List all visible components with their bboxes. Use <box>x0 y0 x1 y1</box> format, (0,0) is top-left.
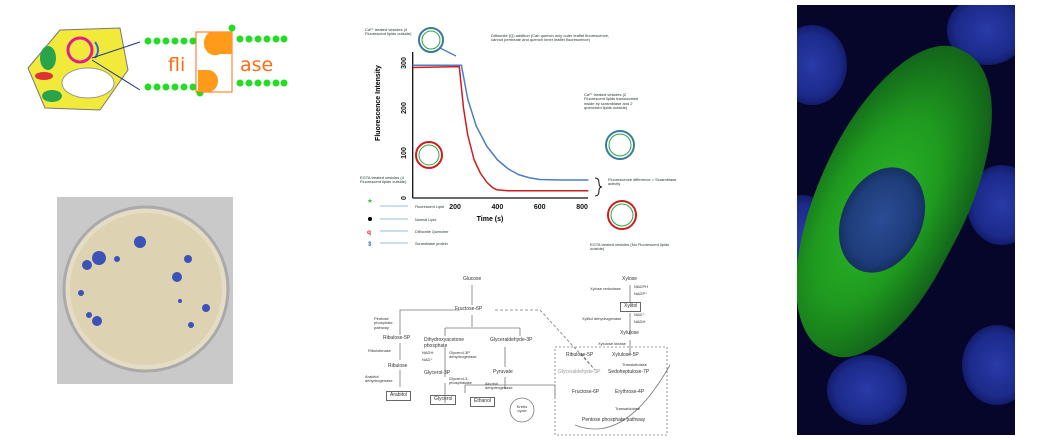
y-tick-label: 100 <box>401 147 408 159</box>
y-tick-label: 200 <box>401 102 408 114</box>
annotation-right-top: Ca²⁺ treated vesicles (2 Fluorescent lip… <box>584 92 639 111</box>
node-fructose-6p: Fructose-6P <box>455 306 483 312</box>
annotation-dithionite: Dithionite (Q) addition (Can quench only… <box>491 33 610 43</box>
svg-text:★: ★ <box>367 197 373 205</box>
vesicle-icon <box>605 130 635 160</box>
legend-label: Dithionite Quencher <box>415 230 449 234</box>
cofactor-nadph: NADPH <box>634 284 649 289</box>
scramblase-assay-chart: 200 400 600 800 0 100 200 300 Fluorescence Inte… <box>367 27 637 248</box>
product-ethanol: Ethanol <box>470 397 495 407</box>
annotation-difference: Fluorescence difference = Scramblase act… <box>608 177 677 187</box>
legend-double-arrow-icon: ⇕ <box>367 240 372 248</box>
cofactor-nadp: NADP⁺ <box>634 291 648 296</box>
node-pyruvate: Pyruvate <box>493 369 513 375</box>
y-tick-label: 300 <box>401 57 408 69</box>
enzyme-glycerol-3-phosphatase: Glycerol-3-phosphatase <box>449 376 472 386</box>
cofactor-nadh: NADH <box>634 319 646 324</box>
product-glycerol: Glycerol <box>430 395 457 405</box>
node-ppp-fructose-6p: Fructose-6P <box>572 389 600 395</box>
node-ribulose: Ribulose <box>388 363 408 369</box>
cofactor-nadh: NADH <box>422 350 434 355</box>
vesicle-icon <box>607 200 637 230</box>
annotation-top-left: Ca²⁺ treated vesicles (4 Fluorescent lip… <box>365 27 412 37</box>
node-glyceraldehyde-3p: Glyceraldehyde-3P <box>490 337 533 343</box>
y-tick-label: 0 <box>401 196 408 200</box>
product-arabitol: Arabitol <box>386 391 411 401</box>
node-xylulose-5p: Xylulose-5P <box>612 352 639 358</box>
annotation-bottom-left: EGTA treated vesicles (4 Fluorescent lip… <box>360 175 407 185</box>
petri-dish-photo <box>57 197 233 384</box>
enzyme-glycerol-3p-dehydrogenase: Glycerol-3P dehydrogenase <box>449 350 477 360</box>
x-tick-label: 600 <box>534 204 546 211</box>
legend-star-icon: ★ <box>367 197 373 205</box>
enzyme-xylitol-dehydrogenase: Xylitol dehydrogenase <box>582 316 622 321</box>
vesicle-icon <box>418 27 444 53</box>
x-tick-label: 800 <box>576 204 588 211</box>
enzyme-transketolase: Transketolase <box>622 362 647 367</box>
label-ppp-title: Pentose phosphate pathway <box>582 417 646 423</box>
series-line-0 <box>412 64 589 181</box>
enzyme-arabitol-dehydrogenase: Arabitol dehydrogenase <box>365 374 393 384</box>
x-axis-label: Time (s) <box>477 216 504 223</box>
node-xylose: Xylose <box>622 276 638 282</box>
y-axis-label: Fluorescence Intensity <box>375 65 382 141</box>
logo-text-left: fli <box>168 54 185 76</box>
cofactor-nad: NAD⁺ <box>422 357 433 362</box>
node-ppp-ribulose-5p: Ribulose-5P <box>566 352 594 358</box>
legend-label: Normal Lipid <box>415 218 436 222</box>
node-ribulose-5p: Ribulose-5P <box>383 335 411 341</box>
node-glycerol-3p: Glycerol-3P <box>424 370 451 376</box>
difference-bracket <box>594 177 603 197</box>
node-xylulose: Xylulose <box>620 330 639 336</box>
legend-label: Fluorescent Lipid <box>415 205 444 209</box>
flippase-logo: fli ase <box>27 24 288 111</box>
legend-dot-icon <box>368 217 372 221</box>
node-sedoheptulose-7p: Sedoheptulose-7P <box>608 369 650 375</box>
fluorescence-micrograph <box>797 5 1015 435</box>
vesicle-icon <box>415 141 443 169</box>
legend-q-icon: q <box>367 229 371 236</box>
node-dihydroxyacetone-phosphate: Dihydroxyacetone phosphate <box>424 337 465 349</box>
x-tick-label: 200 <box>449 204 461 211</box>
cofactor-nad: NAD⁺ <box>634 312 645 317</box>
membrane-bilayer <box>144 24 288 97</box>
enzyme-xylose-reductase: Xylose reductase <box>590 286 621 291</box>
label-pentose-phosphate-pathway: Pentose phosphate pathway <box>374 316 393 330</box>
series-line-1 <box>412 65 589 192</box>
enzyme-ribulokinase: Ribulokinase <box>368 348 391 353</box>
product-xylitol: Xylitol <box>620 302 642 312</box>
node-krebs-cycle: Krebs cycle <box>516 404 528 414</box>
logo-text-right: ase <box>240 54 273 76</box>
legend-label: Scramblase protein <box>415 242 448 246</box>
dithionite-arrow <box>439 47 457 57</box>
metabolic-pathway-diagram: Glucose Fructose-6P Pentose phosphate pa… <box>350 265 680 440</box>
x-tick-label: 400 <box>492 204 504 211</box>
enzyme-xylulose-kinase: Xylulose kinase <box>598 341 626 346</box>
annotation-right-bottom: EGTA treated vesicles (No Fluorescent li… <box>590 242 670 252</box>
enzyme-transaldolase: Transaldolase <box>615 406 640 411</box>
node-erythrose-4p: Erythrose-4P <box>615 389 645 395</box>
node-ppp-glyceraldehyde-3p: Glyceraldehyde-3P <box>558 369 601 375</box>
node-glucose: Glucose <box>463 276 482 282</box>
enzyme-alcohol-dehydrogenase: Alcohol dehydrogenase <box>485 381 513 391</box>
